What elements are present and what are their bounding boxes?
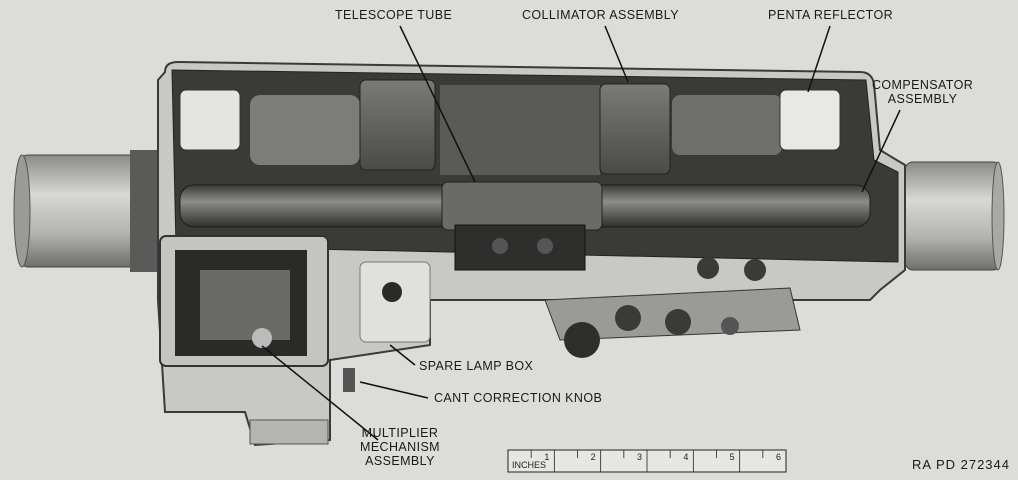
scale-tick-label: 1: [544, 452, 549, 462]
scale-tick-label: 4: [683, 452, 688, 462]
leader-cant-knob: [359, 381, 429, 399]
scale-tick-label: 3: [637, 452, 642, 462]
label-collimator-assembly: COLLIMATOR ASSEMBLY: [522, 8, 679, 22]
scale-tick-label: 2: [591, 452, 596, 462]
cant-knob: [343, 368, 355, 392]
left-end-cylinder: [13, 150, 160, 272]
multiplier-box: [159, 235, 329, 367]
label-multiplier-line3: ASSEMBLY: [365, 454, 435, 468]
label-spare-lamp-box: SPARE LAMP BOX: [419, 359, 534, 373]
leader-penta: [807, 25, 831, 93]
leader-telescope-tube: [399, 25, 476, 183]
leader-compensator: [861, 109, 901, 193]
label-telescope-tube: TELESCOPE TUBE: [335, 8, 453, 22]
leader-spare-lamp: [389, 344, 416, 366]
center-plate: [454, 224, 586, 271]
scale-tick-label: 5: [730, 452, 735, 462]
leader-collimator: [604, 25, 629, 83]
bottom-foot: [249, 419, 329, 445]
reference-number: RA PD 272344: [911, 457, 1010, 472]
label-compensator-line2: ASSEMBLY: [887, 92, 958, 106]
label-multiplier-line2: MECHANISM: [360, 440, 440, 454]
label-cant-correction-knob: CANT CORRECTION KNOB: [434, 391, 603, 405]
right-end-cylinder: [904, 161, 1005, 271]
label-multiplier-mechanism-assembly: MULTIPLIER MECHANISM ASSEMBLY: [360, 426, 440, 468]
label-compensator-assembly: COMPENSATOR ASSEMBLY: [872, 78, 973, 106]
inch-scale: 1 2 3 4 5 6 INCHES: [507, 449, 787, 473]
scale-tick-label: 6: [776, 452, 781, 462]
control-plate: [544, 257, 801, 358]
scale-unit: INCHES: [512, 460, 546, 470]
spare-lamp-box: [359, 261, 431, 343]
interior-mechanism: [179, 79, 871, 231]
leader-multiplier: [261, 345, 379, 441]
label-penta-reflector: PENTA REFLECTOR: [768, 8, 894, 22]
label-compensator-line1: COMPENSATOR: [872, 78, 974, 92]
label-multiplier-line1: MULTIPLIER: [361, 426, 439, 440]
